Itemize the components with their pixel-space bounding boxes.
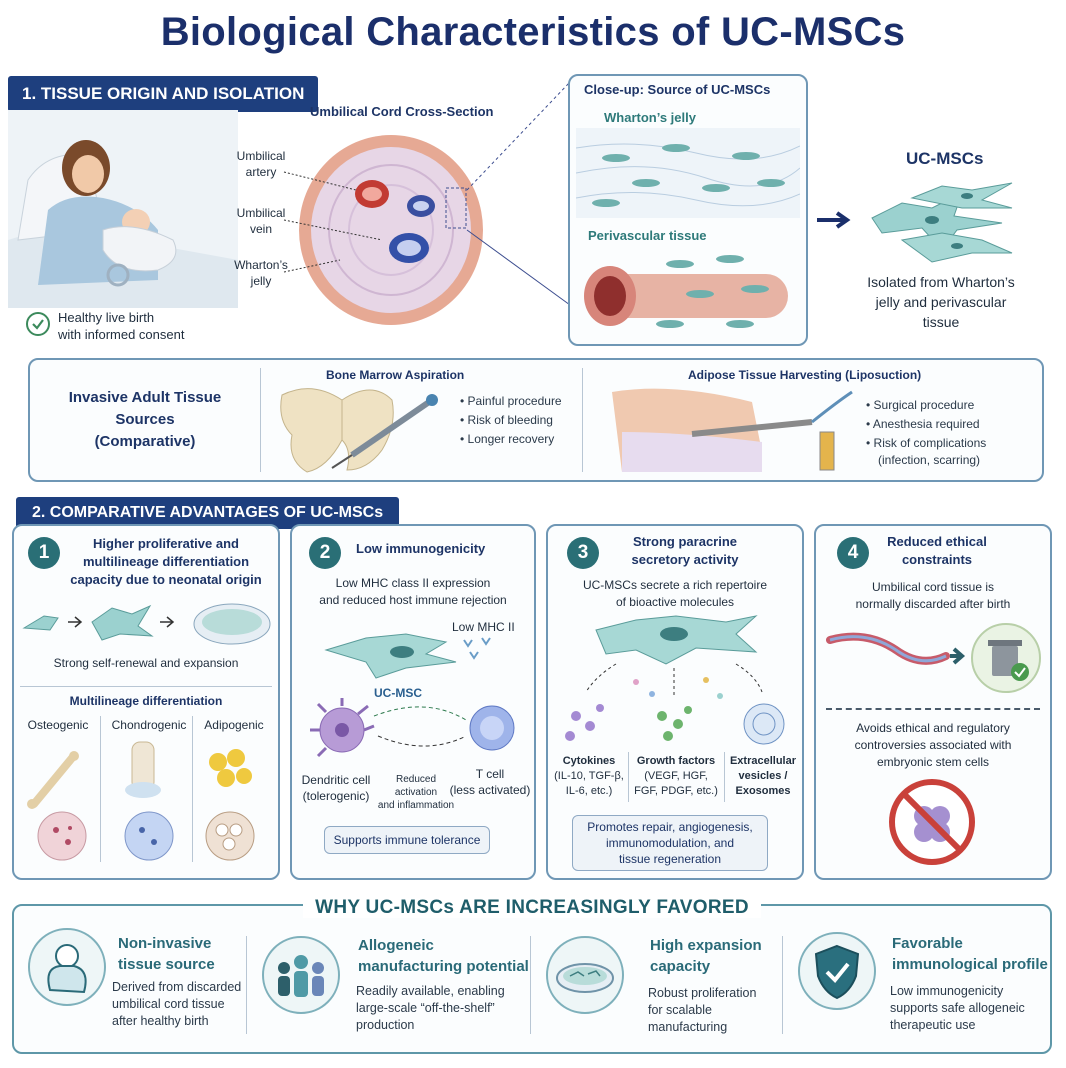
discarded-cord-illustration bbox=[826, 616, 1046, 700]
extracellular-vesicles-label: Extracellular vesicles / Exosomes bbox=[729, 755, 797, 797]
divider bbox=[260, 368, 261, 472]
birth-note: Healthy live birth with informed consent bbox=[58, 310, 185, 342]
adipose-note: (infection, scarring) bbox=[878, 453, 981, 467]
cell-expansion-illustration bbox=[20, 596, 272, 648]
why-item-3-desc: Robust proliferation for scalable manufa… bbox=[648, 986, 757, 1034]
advantage-1-title: Higher proliferative and multilineage di… bbox=[70, 536, 262, 587]
petri-dish-icon bbox=[546, 936, 624, 1014]
divider bbox=[628, 752, 629, 802]
page-title: Biological Characteristics of UC-MSCs bbox=[160, 10, 906, 54]
ucmsc-title: UC-MSCs bbox=[906, 149, 984, 168]
bone-marrow-bullets: Painful procedure Risk of bleeding Longe… bbox=[460, 392, 562, 449]
divider bbox=[530, 936, 531, 1034]
divider bbox=[724, 752, 725, 802]
advantage-2-title: Low immunogenicity bbox=[356, 541, 486, 556]
immune-tolerance-pill: Supports immune tolerance bbox=[324, 826, 490, 854]
why-item-2-desc: Readily available, enabling large-scale … bbox=[356, 984, 505, 1032]
why-title: WHY UC-MSCs ARE INCREASINGLY FAVORED bbox=[12, 897, 1052, 919]
advantage-3-title: Strong paracrine secretory activity bbox=[631, 534, 739, 567]
no-embryonic-cells-icon bbox=[884, 778, 980, 866]
mother-baby-illustration bbox=[8, 110, 238, 308]
closeup-jelly-label: Wharton’s jelly bbox=[604, 110, 696, 125]
label-umbilical-artery: Umbilical artery bbox=[236, 149, 286, 179]
adipose-bullets: Surgical procedure Anesthesia required R… bbox=[866, 396, 986, 453]
why-panel bbox=[12, 904, 1052, 1054]
divider bbox=[826, 708, 1040, 710]
differentiation-illustrations bbox=[22, 738, 272, 866]
advantage-4-number: 4 bbox=[837, 537, 869, 569]
check-circle-icon bbox=[26, 312, 50, 336]
whartons-jelly-illustration bbox=[576, 128, 800, 218]
divider bbox=[192, 716, 193, 862]
section2-banner: 2. COMPARATIVE ADVANTAGES OF UC-MSCs bbox=[16, 497, 400, 529]
ucmsc-desc: Isolated from Wharton’s jelly and periva… bbox=[867, 274, 1015, 330]
divider bbox=[100, 716, 101, 862]
advantage-1-number: 1 bbox=[28, 537, 60, 569]
advantage-2-desc: Low MHC class II expression and reduced … bbox=[319, 576, 507, 607]
closeup-title: Close-up: Source of UC-MSCs bbox=[584, 82, 771, 97]
t-cell-label: T cell (less activated) bbox=[449, 767, 531, 797]
cytokines-label: Cytokines (IL-10, TGF-β, IL-6, etc.) bbox=[554, 755, 624, 797]
bone-marrow-title: Bone Marrow Aspiration bbox=[326, 368, 465, 382]
secretion-illustration bbox=[556, 612, 796, 752]
divider bbox=[582, 368, 583, 472]
advantage-3-desc: UC-MSCs secrete a rich repertoire of bio… bbox=[582, 578, 768, 609]
closeup-perivascular-label: Perivascular tissue bbox=[588, 228, 707, 243]
label-whartons-jelly: Wharton’s jelly bbox=[234, 258, 288, 288]
liposuction-illustration bbox=[612, 382, 860, 472]
arrow-right-icon bbox=[817, 211, 851, 229]
people-icon bbox=[262, 936, 340, 1014]
osteogenic-label: Osteogenic bbox=[27, 718, 89, 732]
why-item-1-desc: Derived from discarded umbilical cord ti… bbox=[112, 980, 242, 1028]
perivascular-illustration bbox=[580, 244, 800, 336]
pelvis-syringe-illustration bbox=[272, 380, 452, 476]
advantage-2-panel bbox=[290, 524, 536, 880]
chondrogenic-label: Chondrogenic bbox=[111, 718, 187, 732]
dendritic-cell-label: Dendritic cell (tolerogenic) bbox=[301, 773, 371, 803]
why-item-3-title: High expansion capacity bbox=[650, 937, 762, 975]
section1-banner: 1. TISSUE ORIGIN AND ISOLATION bbox=[8, 76, 319, 112]
divider bbox=[20, 686, 272, 687]
shield-check-icon bbox=[798, 932, 876, 1010]
advantage-2-number: 2 bbox=[309, 537, 341, 569]
cross-section-title: Umbilical Cord Cross-Section bbox=[310, 104, 494, 119]
why-item-4-title: Favorable immunological profile bbox=[892, 935, 1048, 973]
advantage-4-title: Reduced ethical constraints bbox=[887, 534, 987, 567]
multilineage-title: Multilineage differentiation bbox=[69, 694, 223, 708]
ucmsc-cells-illustration bbox=[862, 178, 1022, 264]
why-item-4-desc: Low immunogenicity supports safe allogen… bbox=[890, 984, 1025, 1032]
advantage-3-number: 3 bbox=[567, 537, 599, 569]
immune-illustration bbox=[296, 620, 530, 760]
adipogenic-label: Adipogenic bbox=[204, 718, 264, 732]
divider bbox=[246, 936, 247, 1034]
reduced-activation-label: Reduced activation and inflammation bbox=[377, 774, 455, 811]
invasive-title: Invasive Adult Tissue Sources (Comparati… bbox=[68, 389, 222, 450]
advantage-4-desc: Umbilical cord tissue is normally discar… bbox=[855, 580, 1011, 611]
repair-pill: Promotes repair, angiogenesis, immunomod… bbox=[572, 815, 768, 871]
label-umbilical-vein: Umbilical vein bbox=[236, 206, 286, 236]
advantage-4-avoid: Avoids ethical and regulatory controvers… bbox=[854, 721, 1012, 769]
label-leader-lines bbox=[283, 171, 380, 273]
why-item-2-title: Allogeneic manufacturing potential bbox=[358, 937, 529, 975]
growth-factors-label: Growth factors (VEGF, HGF, FGF, PDGF, et… bbox=[634, 755, 718, 797]
baby-icon bbox=[28, 928, 106, 1006]
ucmsc-label: UC-MSC bbox=[374, 686, 422, 700]
zoom-lines bbox=[466, 81, 571, 306]
adipose-title: Adipose Tissue Harvesting (Liposuction) bbox=[688, 368, 922, 382]
why-item-1-title: Non-invasive tissue source bbox=[118, 935, 215, 973]
divider bbox=[782, 936, 783, 1034]
low-mhc-label: Low MHC II bbox=[452, 620, 515, 634]
self-renewal-text: Strong self-renewal and expansion bbox=[53, 656, 239, 670]
